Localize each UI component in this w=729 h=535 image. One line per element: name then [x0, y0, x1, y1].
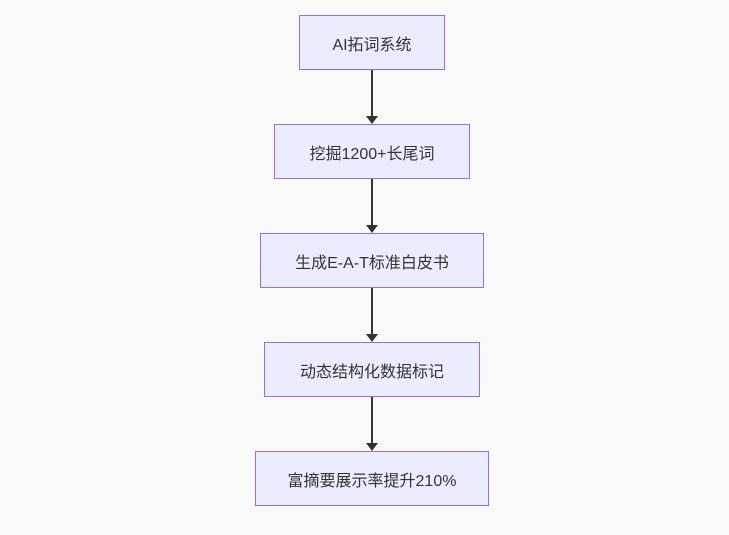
flowchart-node-5-label: 富摘要展示率提升210% [287, 472, 457, 490]
edge-line [371, 179, 373, 225]
arrowhead-down-icon [366, 116, 378, 124]
flowchart: AI拓词系统 挖掘1200+长尾词 生成E-A-T标准白皮书 动态结构化数据标记… [255, 15, 489, 506]
arrowhead-down-icon [366, 443, 378, 451]
flow-edge-4 [366, 397, 378, 451]
flowchart-node-3-label: 生成E-A-T标准白皮书 [295, 254, 449, 272]
edge-line [371, 288, 373, 334]
flow-edge-2 [366, 179, 378, 233]
flow-edge-1 [366, 70, 378, 124]
flowchart-node-1-label: AI拓词系统 [332, 36, 412, 54]
flowchart-node-1: AI拓词系统 [299, 15, 445, 70]
arrowhead-down-icon [366, 225, 378, 233]
arrowhead-down-icon [366, 334, 378, 342]
flowchart-node-4-label: 动态结构化数据标记 [299, 363, 444, 381]
flowchart-node-4: 动态结构化数据标记 [264, 342, 480, 397]
edge-line [371, 70, 373, 116]
flowchart-node-5: 富摘要展示率提升210% [255, 451, 489, 506]
flow-edge-3 [366, 288, 378, 342]
edge-line [371, 397, 373, 443]
flowchart-node-2: 挖掘1200+长尾词 [274, 124, 470, 179]
flowchart-node-3: 生成E-A-T标准白皮书 [260, 233, 484, 288]
flowchart-node-2-label: 挖掘1200+长尾词 [309, 145, 435, 163]
